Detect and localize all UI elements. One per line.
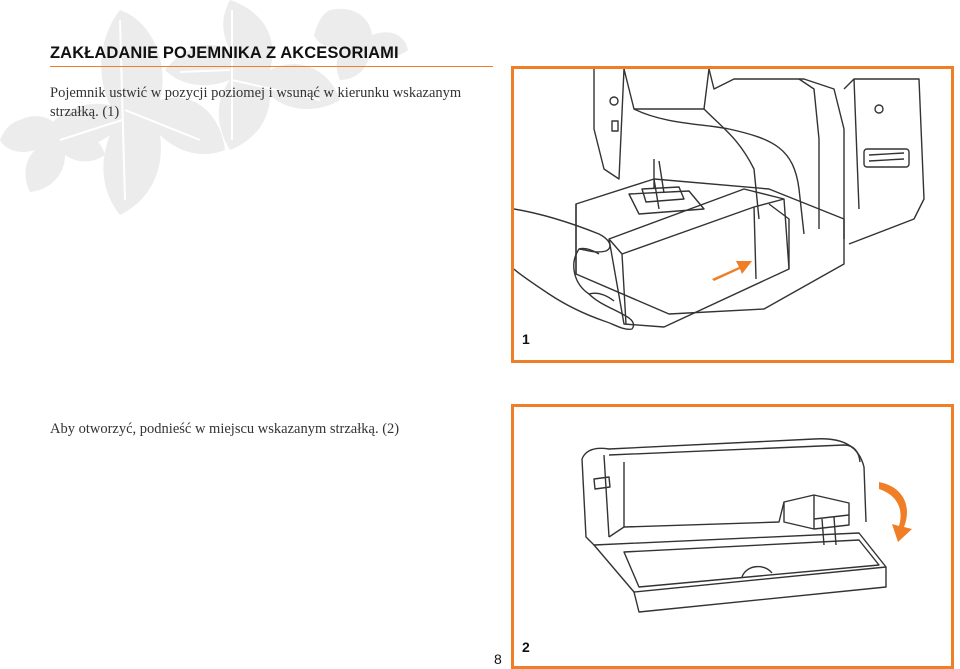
insert-direction-arrow-icon [712,261,752,281]
figure-2-frame: 2 [511,404,954,669]
page-number: 8 [494,651,502,667]
instruction-paragraph-1: Pojemnik ustwić w pozycji poziomej i wsu… [50,85,462,120]
figure-1-frame: 1 [511,66,954,363]
accessory-box-illustration [581,438,912,613]
figure-1-label: 1 [522,331,530,347]
sewing-machine-illustration [514,69,925,331]
instruction-paragraph-2: Aby otworzyć, podnieść w miejscu wskazan… [50,421,400,437]
heading-rule [50,66,493,67]
figure-2-label: 2 [522,639,530,655]
open-direction-arrow-icon [879,482,912,542]
background-leaves-decoration [0,0,408,215]
section-heading: ZAKŁADANIE POJEMNIKA Z AKCESORIAMI [50,44,399,62]
